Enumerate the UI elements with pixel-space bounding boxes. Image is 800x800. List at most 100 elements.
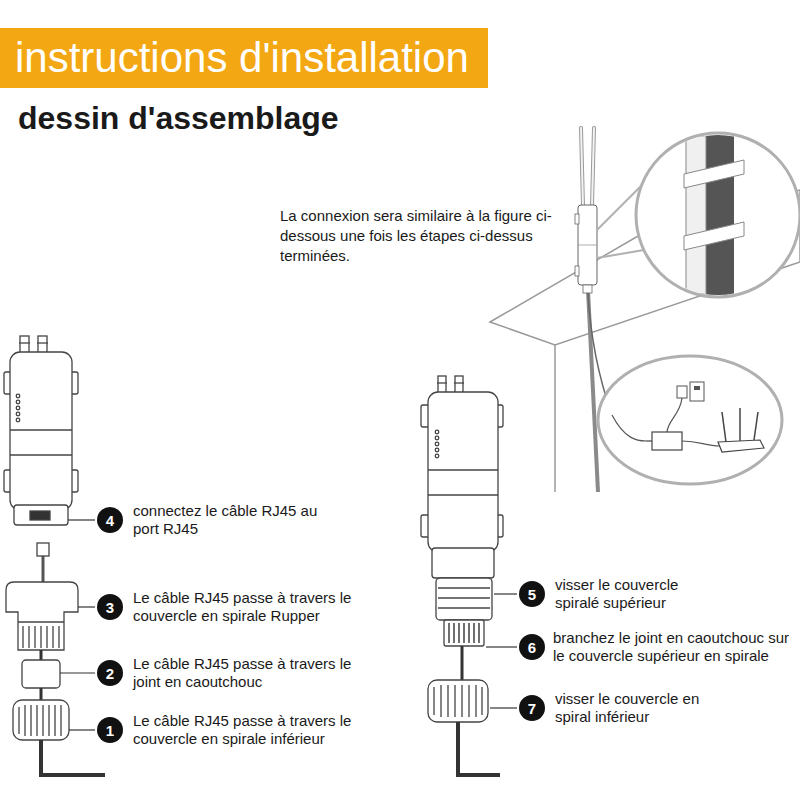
exploded-device [40,650,43,660]
house-scene [652,432,682,450]
callout-circle: 1 [97,717,123,743]
leader-line [490,707,517,708]
callout-number: 5 [528,587,536,602]
callout-circle: 3 [97,594,123,620]
assembled-device [468,623,469,643]
leader-line [68,519,95,520]
exploded-device [40,626,41,648]
exploded-device [58,626,59,648]
exploded-device [14,505,68,525]
exploded-device [22,660,60,688]
house-scene [722,412,726,442]
step-text: visser le couvercle en spiral inférieur [555,690,735,726]
assembled-device [435,454,439,458]
house-scene [490,128,800,492]
house-scene [597,250,644,258]
exploded-device [42,705,43,736]
exploded-device [28,626,29,648]
exploded-device [36,705,37,736]
assembled-device [454,382,464,383]
assembled-device [435,436,439,440]
house-scene [554,345,556,492]
exploded-device [10,454,72,455]
assembled-device [458,722,500,775]
assembled-device [438,597,490,598]
assembled-device [428,469,498,470]
assembled-device [468,685,469,717]
leader-line [486,646,517,647]
leader-line [60,672,95,673]
exploded-device [16,412,20,416]
assembled-device [437,382,447,383]
note: La connexion sera similaire à la figure … [280,206,565,266]
exploded-device [40,688,43,700]
assembled-device [453,623,454,643]
callout-number: 3 [106,600,114,615]
house-scene [646,440,652,441]
exploded-device [24,705,25,736]
house-scene [684,222,744,250]
house-scene [597,186,641,230]
step-text: branchez le joint en caoutchouc sur le c… [553,629,797,665]
house-scene [686,130,706,305]
assembled-device [436,578,492,620]
house-scene [690,382,704,401]
assembled-device [444,620,484,646]
step-text: Le câble RJ45 passe à travers le joint e… [133,655,367,691]
callout-number: 4 [106,513,114,528]
house-scene [592,128,594,206]
callout-circle: 4 [97,507,123,533]
exploded-device [48,705,49,736]
house-scene [612,415,646,441]
assembled-device [435,448,439,452]
exploded-device [52,626,53,648]
house-scene [739,408,741,441]
house-scene [754,412,758,440]
assembled-device [438,607,490,608]
exploded-device [19,342,30,343]
exploded-device [16,418,20,422]
leader-line [486,594,517,708]
leader-line [69,729,95,730]
assembled-device [432,548,494,578]
assembled-device [448,623,449,643]
subtitle: dessin d'assemblage [18,98,438,138]
assembled-device [478,623,479,643]
assembled-device [481,687,482,715]
house-scene [694,386,700,390]
house-scene [588,290,598,492]
step-text: visser le couvercle spiralé supérieur [555,576,715,612]
callout-number: 6 [528,640,536,655]
assembled-device [463,623,464,643]
callout-circle: 7 [519,695,545,721]
callout-circle: 6 [519,634,545,660]
callout-circle: 2 [97,660,123,686]
house-scene [578,245,597,246]
exploded-device [22,626,23,648]
exploded-device [54,705,55,736]
house-scene [592,128,594,206]
house-scene [598,356,782,484]
assembled-device [461,646,464,680]
assembled-device [473,623,474,643]
assembled-device [433,687,434,715]
assembled-device [428,494,498,495]
exploded-device [30,511,50,520]
step-text: Le câble RJ45 passe à travers le couverc… [133,712,367,748]
house-scene [581,128,583,206]
callout-number: 1 [106,723,114,738]
exploded-device [16,406,20,410]
callout-number: 2 [106,666,114,681]
title-bar: instructions d'installation [0,28,488,88]
step-text: connectez le câble RJ45 au port RJ45 [133,502,323,538]
house-scene [684,130,744,305]
exploded-device [10,352,72,510]
assembled-device [435,430,439,434]
house-scene [684,160,744,188]
exploded-device [4,336,105,775]
exploded-device [37,342,48,343]
exploded-device [10,429,72,430]
assembled-device [435,442,439,446]
exploded-device [42,556,45,582]
